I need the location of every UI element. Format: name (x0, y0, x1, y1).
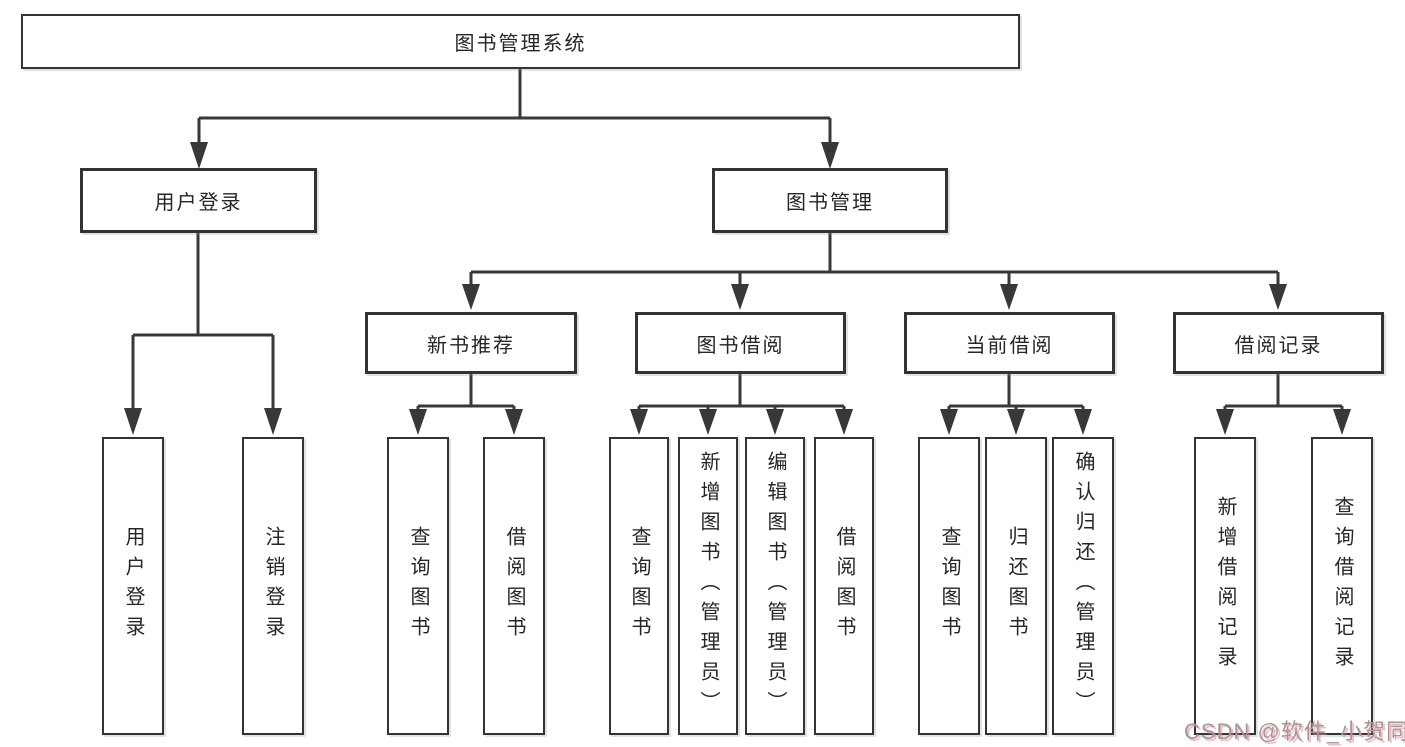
arrowhead (190, 142, 208, 169)
node-label: 当前借阅 (965, 334, 1054, 357)
arrowhead (731, 284, 749, 310)
node-label: 图书管理 (786, 192, 874, 214)
node-label: 查询图书 (938, 526, 960, 646)
node-label: 用户登录 (154, 192, 243, 214)
arrowhead (124, 408, 142, 435)
arrowhead (462, 284, 480, 310)
connector-borrowing-records (1223, 374, 1344, 410)
node-label: 借阅图书 (833, 526, 855, 646)
node-label: 图书借阅 (696, 334, 785, 357)
node-root: 图书管理系统 (21, 14, 1020, 69)
connector-current-borrowing (947, 374, 1085, 410)
arrowhead (264, 408, 282, 435)
leaf-add-borrow-record: 新增借阅记录 (1194, 437, 1256, 735)
arrowheads (124, 142, 1351, 435)
leaf-edit-books-admin: 编辑图书（管理员） (745, 437, 805, 735)
connector-book-management (469, 233, 1280, 284)
node-new-book-recommend: 新书推荐 (365, 312, 577, 374)
arrowhead (409, 409, 427, 435)
node-label: 注销登录 (262, 526, 284, 646)
node-label: 归还图书 (1005, 526, 1027, 646)
node-label: 用户登录 (122, 526, 144, 646)
arrowhead (766, 409, 784, 435)
node-label: 查询图书 (628, 526, 650, 646)
connector-user-login (131, 233, 275, 410)
node-label: 确认归还（管理员） (1072, 451, 1094, 721)
watermark-text: CSDN @软件_小贺同学 (1184, 719, 1405, 744)
leaf-confirm-return-admin: 确认归还（管理员） (1052, 437, 1114, 735)
node-label: 新增图书（管理员） (697, 451, 719, 721)
node-user-login: 用户登录 (80, 168, 317, 233)
arrowhead (630, 409, 648, 435)
arrowhead (940, 409, 958, 435)
node-label: 图书管理系统 (454, 33, 587, 55)
leaf-logout-login: 注销登录 (242, 437, 304, 735)
arrowhead (1000, 284, 1018, 310)
leaf-user-login: 用户登录 (102, 437, 164, 735)
arrowhead (835, 409, 853, 435)
leaf-query-borrow-record: 查询借阅记录 (1311, 437, 1373, 735)
node-label: 借阅图书 (503, 526, 525, 646)
leaf-query-books-current: 查询图书 (918, 437, 980, 735)
node-label: 查询借阅记录 (1331, 496, 1353, 676)
arrowhead (505, 409, 523, 435)
node-label: 新书推荐 (427, 334, 515, 357)
arrowhead (821, 142, 839, 169)
arrowhead (1269, 284, 1287, 310)
node-book-borrowing: 图书借阅 (635, 312, 846, 374)
node-current-borrowing: 当前借阅 (904, 312, 1115, 374)
node-label: 新增借阅记录 (1214, 496, 1236, 676)
leaf-query-books-recommend: 查询图书 (387, 437, 449, 735)
node-label: 编辑图书（管理员） (764, 451, 786, 721)
connector-new-book-recommend (416, 374, 516, 410)
leaf-borrow-books-recommend: 借阅图书 (483, 437, 545, 735)
connector-root (197, 68, 832, 144)
arrowhead (699, 409, 717, 435)
node-label: 查询图书 (407, 526, 429, 646)
arrowhead (1074, 409, 1092, 435)
leaf-query-books-borrowing: 查询图书 (609, 437, 669, 735)
leaf-return-books: 归还图书 (985, 437, 1047, 735)
leaf-borrow-books-borrowing: 借阅图书 (814, 437, 874, 735)
arrowhead (1216, 409, 1234, 435)
node-borrowing-records: 借阅记录 (1173, 312, 1384, 374)
node-book-management: 图书管理 (712, 168, 948, 233)
leaf-add-books-admin: 新增图书（管理员） (678, 437, 738, 735)
connector-book-borrowing (637, 374, 846, 410)
arrowhead (1007, 409, 1025, 435)
node-label: 借阅记录 (1234, 334, 1323, 357)
arrowhead (1333, 409, 1351, 435)
